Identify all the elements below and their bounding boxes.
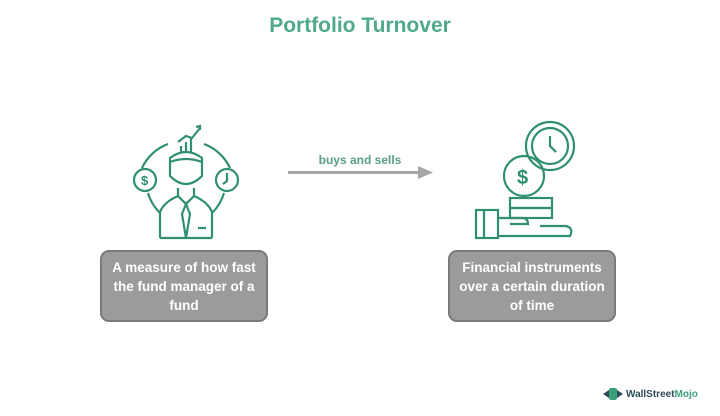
coins-clock-hand-icon: $ [474, 120, 576, 240]
logo-text-2: Mojo [674, 388, 698, 400]
page-title: Portfolio Turnover [269, 14, 451, 37]
logo-text-1: WallStreet [626, 388, 675, 400]
instruments-box: Financial instruments over a certain dur… [448, 250, 616, 322]
definition-box: A measure of how fast the fund manager o… [100, 250, 268, 322]
arrow-right-icon [288, 166, 433, 179]
fund-manager-icon: $ [132, 124, 240, 240]
logo-icon [603, 388, 623, 400]
arrow-label: buys and sells [318, 153, 402, 167]
svg-text:$: $ [141, 173, 149, 188]
svg-text:$: $ [517, 167, 528, 189]
wallstreetmojo-logo: WallStreetMojo [603, 386, 698, 402]
